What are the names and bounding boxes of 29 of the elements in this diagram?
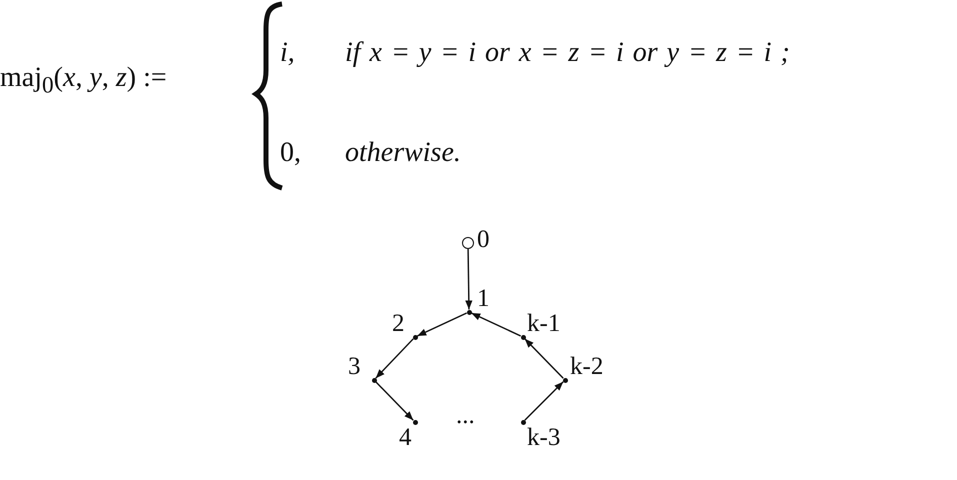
arrow	[524, 338, 564, 379]
vertex-label: 2	[392, 310, 404, 338]
vertex-label: 3	[348, 353, 360, 381]
vertex-label: 1	[477, 285, 490, 313]
vertex-dot	[412, 334, 418, 340]
vertex-label: k-2	[570, 353, 604, 381]
vertex-label: 0	[477, 226, 490, 254]
formula-lhs: maj$_{0}$(x, y, z) :=	[0, 62, 167, 101]
vertex-dot	[520, 334, 526, 340]
open-circle-vertex	[462, 237, 474, 249]
vertex-dot	[466, 310, 472, 314]
case-condition: otherwise.	[345, 137, 461, 169]
case-value: i,	[280, 37, 295, 69]
case-condition: if x = y = i or x = z = i or y = z = i ;	[345, 37, 790, 69]
arrow	[465, 248, 472, 310]
ellipsis-text: ...	[456, 402, 475, 430]
case-value: 0,	[280, 137, 301, 169]
arrow	[524, 381, 564, 421]
arrow	[375, 338, 414, 379]
vertex-dot	[520, 420, 526, 424]
arrow	[470, 312, 522, 337]
vertex-label: k-3	[527, 424, 560, 452]
arrow	[416, 312, 468, 337]
vertex-dot	[372, 378, 376, 382]
vertex-dot	[562, 378, 568, 382]
vertex-label: k-1	[527, 310, 560, 338]
vertex-dot	[412, 420, 418, 424]
arrow	[375, 381, 414, 421]
vertex-label: 4	[399, 424, 412, 452]
